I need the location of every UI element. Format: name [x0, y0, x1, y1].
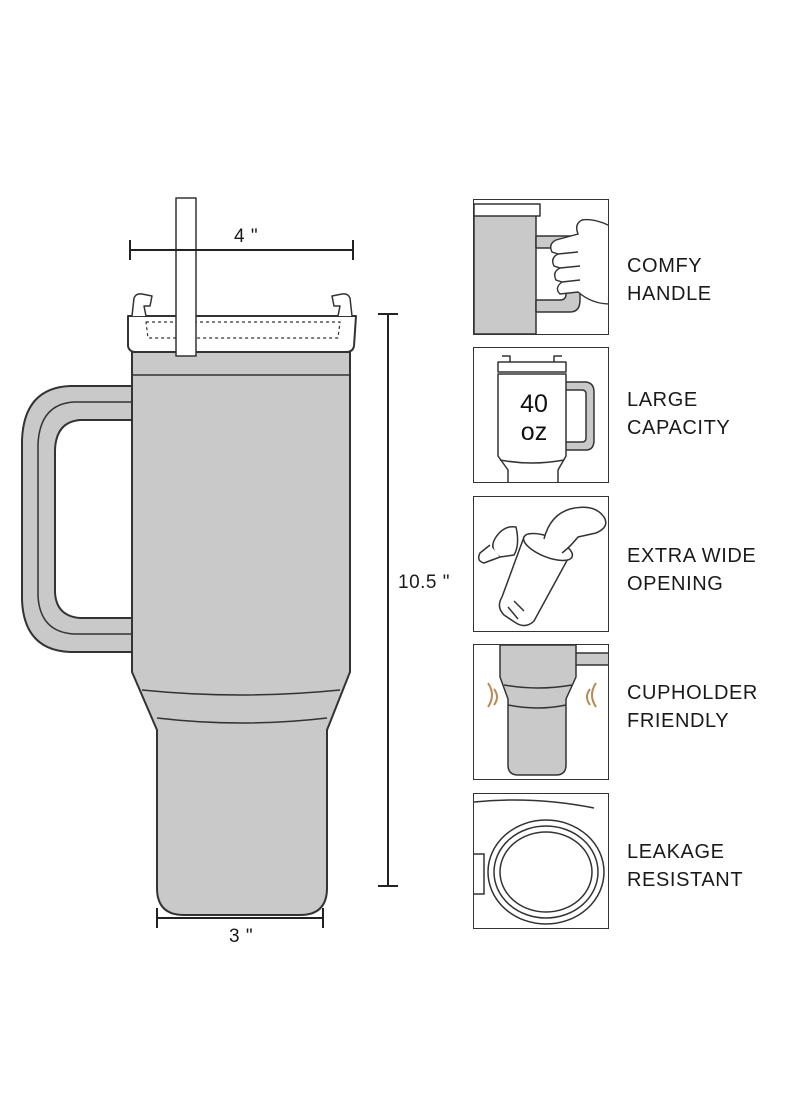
capacity-badge: 40 oz	[512, 390, 556, 446]
feature-panel-comfy-handle	[473, 199, 609, 335]
feature-line1: COMFY	[627, 255, 703, 277]
hand-gripping-handle-icon	[474, 203, 608, 334]
feature-panel-large-capacity: 40 oz	[473, 347, 609, 483]
dimension-width-top: 4 "	[234, 226, 259, 247]
feature-line1: CUPHOLDER	[627, 682, 758, 704]
feature-line1: LARGE	[627, 389, 698, 411]
feature-label-large-capacity: LARGE CAPACITY	[627, 386, 730, 442]
feature-label-leakage-resistant: LEAKAGE RESISTANT	[627, 838, 743, 894]
feature-line2: RESISTANT	[627, 869, 744, 891]
feature-line2: FRIENDLY	[627, 710, 730, 732]
capacity-unit: oz	[520, 418, 548, 446]
tumbler-capacity-icon	[497, 355, 595, 482]
straw	[175, 197, 197, 357]
tumbler-body	[131, 351, 351, 916]
capacity-amount: 40	[520, 390, 548, 418]
feature-panel-cupholder-friendly	[473, 644, 609, 780]
handle-inner	[54, 419, 133, 619]
feature-line2: OPENING	[627, 573, 724, 595]
feature-panel-leakage-resistant	[473, 793, 609, 929]
hand-in-opening-icon	[477, 506, 607, 627]
lid-seal-icon	[474, 799, 605, 925]
feature-line1: LEAKAGE	[627, 841, 725, 863]
cupholder-icon	[487, 645, 608, 776]
feature-panel-extra-wide-opening	[473, 496, 609, 632]
feature-label-extra-wide-opening: EXTRA WIDE OPENING	[627, 542, 756, 598]
feature-line1: EXTRA WIDE	[627, 545, 757, 567]
feature-line2: HANDLE	[627, 283, 712, 305]
dimension-width-bottom: 3 "	[229, 926, 254, 947]
feature-label-comfy-handle: COMFY HANDLE	[627, 252, 712, 308]
dimension-height: 10.5 "	[398, 572, 451, 593]
feature-label-cupholder-friendly: CUPHOLDER FRIENDLY	[627, 679, 758, 735]
feature-line2: CAPACITY	[627, 417, 731, 439]
